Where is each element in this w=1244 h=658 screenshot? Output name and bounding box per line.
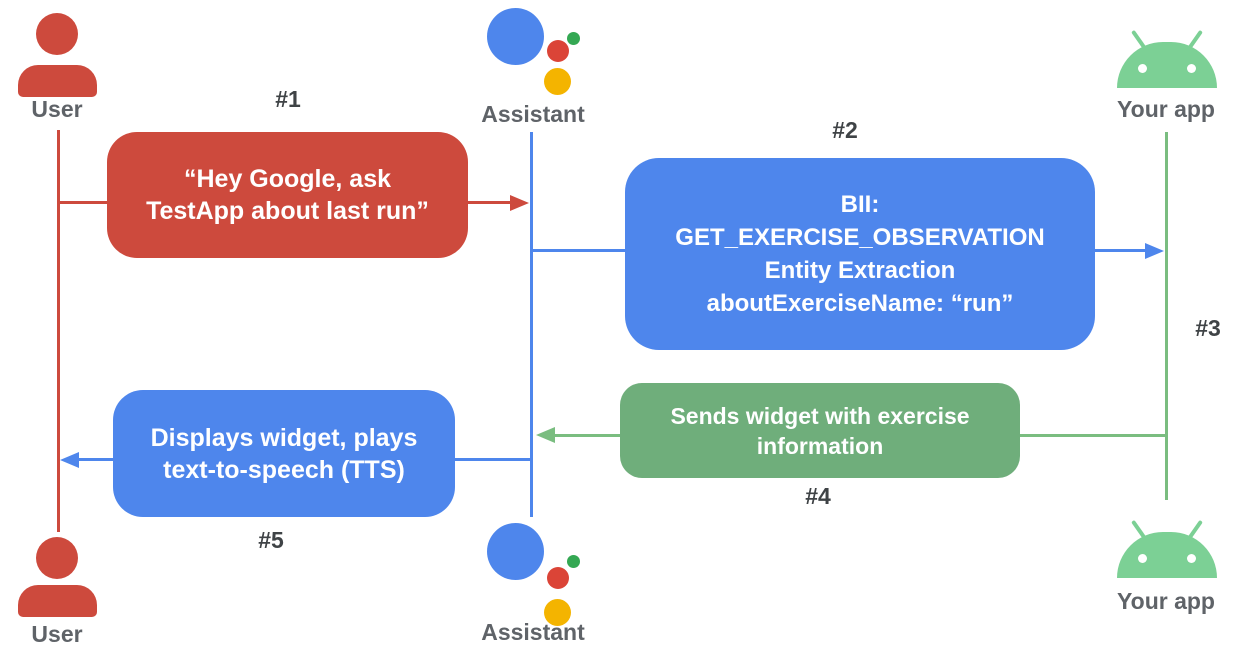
android-antenna-right bbox=[1187, 29, 1203, 51]
message-line: information bbox=[756, 432, 884, 459]
android-icon bbox=[1117, 519, 1217, 578]
message-line: Entity Extraction bbox=[764, 257, 956, 284]
message-line: “Hey Google, ask bbox=[183, 165, 392, 193]
assistant-yellow-circle bbox=[544, 599, 571, 626]
android-antenna-left bbox=[1131, 519, 1147, 541]
android-eye-left bbox=[1138, 64, 1147, 73]
assistant-icon bbox=[487, 523, 582, 626]
assistant-lifeline bbox=[530, 132, 533, 517]
actor-label-user-bottom: User bbox=[31, 621, 83, 647]
message-line: BII: bbox=[840, 191, 880, 218]
message-box-sends-widget: Sends widget with exercise information bbox=[620, 383, 1020, 478]
step-label-5: #5 bbox=[258, 527, 284, 553]
step-label-4: #4 bbox=[805, 483, 831, 509]
arrow-assistant-to-app-head bbox=[1145, 243, 1164, 259]
message-line: Sends widget with exercise bbox=[670, 402, 970, 429]
person-head-shape bbox=[36, 13, 78, 55]
assistant-green-dot bbox=[567, 555, 580, 568]
assistant-red-circle bbox=[547, 40, 569, 62]
message-line: Displays widget, plays bbox=[150, 423, 418, 452]
arrow-assistant-to-user-head bbox=[60, 452, 79, 468]
person-body-shape bbox=[18, 585, 97, 617]
step-label-1: #1 bbox=[275, 86, 301, 112]
person-head-shape bbox=[36, 537, 78, 579]
person-body-shape bbox=[18, 65, 97, 97]
user-icon bbox=[18, 13, 97, 98]
message-box-hey-google: “Hey Google, ask TestApp about last run” bbox=[107, 132, 468, 258]
assistant-green-dot bbox=[567, 32, 580, 45]
android-antenna-left bbox=[1131, 29, 1147, 51]
message-box-bii: BII: GET_EXERCISE_OBSERVATION Entity Ext… bbox=[625, 158, 1095, 350]
message-box-displays-widget: Displays widget, plays text-to-speech (T… bbox=[113, 390, 455, 517]
arrow-app-to-assistant-head bbox=[536, 427, 555, 443]
message-line: text-to-speech (TTS) bbox=[163, 455, 405, 484]
android-antenna-right bbox=[1187, 519, 1203, 541]
message-line: TestApp about last run” bbox=[146, 197, 429, 225]
android-icon bbox=[1117, 29, 1217, 88]
message-line: GET_EXERCISE_OBSERVATION bbox=[675, 224, 1045, 251]
assistant-yellow-circle bbox=[544, 68, 571, 95]
android-eye-right bbox=[1187, 64, 1196, 73]
actor-label-user-top: User bbox=[31, 96, 83, 122]
arrow-user-to-assistant-head bbox=[510, 195, 529, 211]
assistant-blue-circle bbox=[487, 523, 544, 580]
step-label-3: #3 bbox=[1195, 315, 1221, 341]
actor-label-yourapp-bottom: Your app bbox=[1117, 588, 1215, 614]
message-line: aboutExerciseName: “run” bbox=[706, 290, 1014, 317]
assistant-blue-circle bbox=[487, 8, 544, 65]
android-eye-right bbox=[1187, 554, 1196, 563]
assistant-icon bbox=[487, 8, 582, 96]
actor-label-assistant-bottom: Assistant bbox=[481, 619, 585, 645]
actor-label-yourapp-top: Your app bbox=[1117, 96, 1215, 122]
assistant-red-circle bbox=[547, 567, 569, 589]
user-icon bbox=[18, 537, 97, 622]
step-label-2: #2 bbox=[832, 117, 858, 143]
user-lifeline bbox=[57, 130, 60, 532]
android-eye-left bbox=[1138, 554, 1147, 563]
yourapp-lifeline bbox=[1165, 132, 1168, 500]
actor-label-assistant-top: Assistant bbox=[481, 101, 585, 127]
